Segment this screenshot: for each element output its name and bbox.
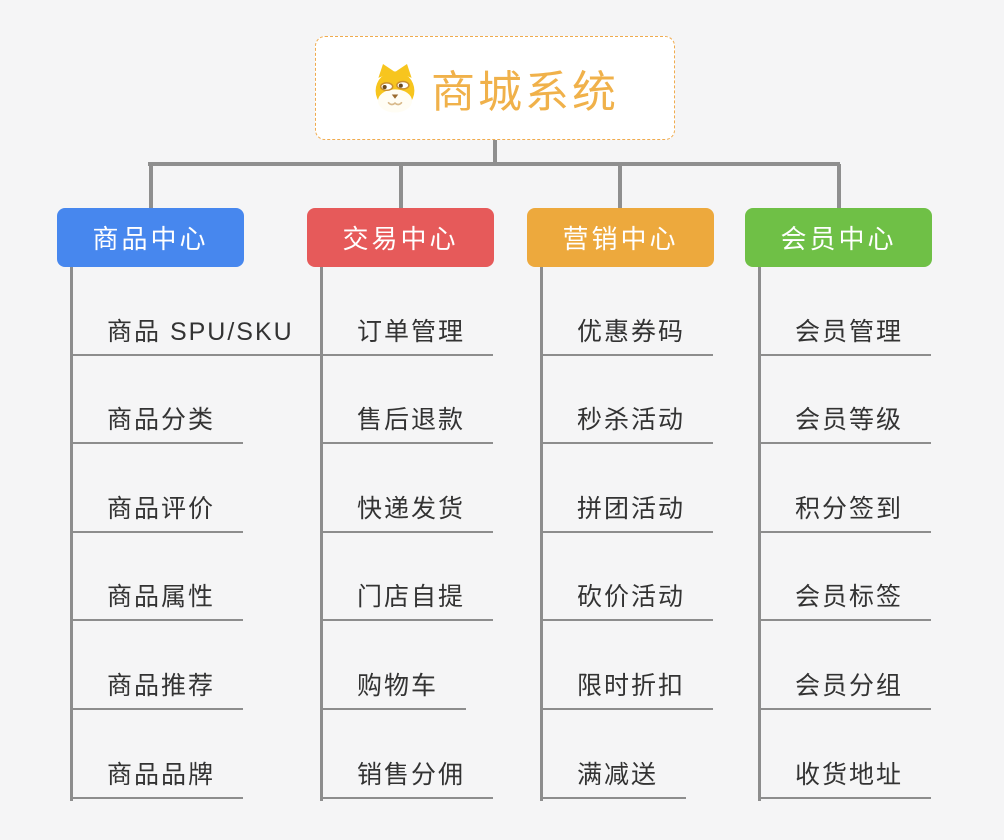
list-item: 限时折扣 [540, 621, 714, 710]
branch-line [320, 267, 323, 801]
leaf-topic[interactable]: 商品 SPU/SKU [70, 312, 322, 356]
list-item: 优惠券码 [540, 267, 714, 356]
leaf-topic[interactable]: 快递发货 [320, 489, 494, 533]
list-item: 砍价活动 [540, 533, 714, 622]
list-item: 商品品牌 [70, 710, 322, 799]
topic-label: 交易中心 [342, 224, 459, 254]
leaf-topic[interactable]: 限时折扣 [540, 666, 714, 710]
leaf-topic[interactable]: 秒杀活动 [540, 400, 714, 445]
topic-member-center[interactable]: 会员中心 [745, 208, 932, 267]
list-item: 会员管理 [758, 267, 932, 356]
connector-crossbar [148, 162, 840, 166]
list-item: 会员等级 [758, 356, 932, 445]
list-item: 销售分佣 [320, 710, 494, 799]
branch-product-center: 商品中心 商品 SPU/SKU 商品分类 商品评价 商品属性 商品推荐 商品品牌 [57, 208, 322, 801]
leaf-topic[interactable]: 满减送 [540, 755, 687, 799]
topic-label: 营销中心 [562, 224, 679, 254]
branch-items: 订单管理 售后退款 快递发货 门店自提 购物车 销售分佣 [320, 267, 494, 799]
leaf-topic[interactable]: 会员标签 [758, 577, 932, 622]
topic-marketing-center[interactable]: 营销中心 [527, 208, 714, 267]
list-item: 商品分类 [70, 356, 322, 445]
leaf-topic[interactable]: 售后退款 [320, 400, 494, 445]
leaf-topic[interactable]: 积分签到 [758, 489, 932, 533]
leaf-topic[interactable]: 商品品牌 [70, 755, 244, 799]
leaf-topic[interactable]: 商品评价 [70, 489, 244, 533]
leaf-topic[interactable]: 门店自提 [320, 577, 494, 622]
branch-line [758, 267, 761, 801]
leaf-topic[interactable]: 商品分类 [70, 400, 244, 445]
branch-items: 商品 SPU/SKU 商品分类 商品评价 商品属性 商品推荐 商品品牌 [70, 267, 322, 799]
connector-drop [148, 164, 153, 208]
branch-member-center: 会员中心 会员管理 会员等级 积分签到 会员标签 会员分组 收货地址 [745, 208, 932, 801]
leaf-topic[interactable]: 会员管理 [758, 312, 932, 356]
leaf-topic[interactable]: 购物车 [320, 666, 467, 710]
list-item: 订单管理 [320, 267, 494, 356]
connector-drop [398, 164, 403, 208]
list-item: 快递发货 [320, 444, 494, 533]
list-item: 收货地址 [758, 710, 932, 799]
list-item: 拼团活动 [540, 444, 714, 533]
list-item: 商品属性 [70, 533, 322, 622]
leaf-topic[interactable]: 商品推荐 [70, 666, 244, 710]
list-item: 售后退款 [320, 356, 494, 445]
list-item: 积分签到 [758, 444, 932, 533]
branch-marketing-center: 营销中心 优惠券码 秒杀活动 拼团活动 砍价活动 限时折扣 满减送 [527, 208, 714, 801]
leaf-topic[interactable]: 拼团活动 [540, 489, 714, 533]
list-item: 秒杀活动 [540, 356, 714, 445]
leaf-topic[interactable]: 砍价活动 [540, 577, 714, 622]
connector-root-stem [493, 140, 497, 164]
list-item: 会员分组 [758, 621, 932, 710]
branch-items: 会员管理 会员等级 积分签到 会员标签 会员分组 收货地址 [758, 267, 932, 799]
topic-label: 商品中心 [92, 224, 209, 254]
list-item: 门店自提 [320, 533, 494, 622]
root-topic[interactable]: 商城系统 [315, 36, 675, 140]
leaf-topic[interactable]: 销售分佣 [320, 755, 494, 799]
connector-drop [836, 164, 841, 208]
leaf-topic[interactable]: 收货地址 [758, 755, 932, 799]
list-item: 商品推荐 [70, 621, 322, 710]
connector-drop [618, 164, 622, 208]
leaf-topic[interactable]: 会员等级 [758, 400, 932, 445]
topic-product-center[interactable]: 商品中心 [57, 208, 244, 267]
branch-items: 优惠券码 秒杀活动 拼团活动 砍价活动 限时折扣 满减送 [540, 267, 714, 799]
list-item: 商品 SPU/SKU [70, 267, 322, 356]
branch-line [70, 267, 73, 801]
leaf-topic[interactable]: 订单管理 [320, 312, 494, 356]
list-item: 购物车 [320, 621, 493, 710]
root-title: 商城系统 [431, 68, 619, 117]
list-item: 满减送 [540, 710, 713, 799]
leaf-topic[interactable]: 商品属性 [70, 577, 244, 622]
dog-face-icon [375, 64, 415, 113]
branch-line [540, 267, 543, 801]
topic-trade-center[interactable]: 交易中心 [307, 208, 494, 267]
topic-label: 会员中心 [780, 224, 897, 254]
list-item: 商品评价 [70, 444, 322, 533]
leaf-topic[interactable]: 会员分组 [758, 666, 932, 710]
list-item: 会员标签 [758, 533, 932, 622]
branch-trade-center: 交易中心 订单管理 售后退款 快递发货 门店自提 购物车 销售分佣 [307, 208, 494, 801]
leaf-topic[interactable]: 优惠券码 [540, 312, 714, 356]
